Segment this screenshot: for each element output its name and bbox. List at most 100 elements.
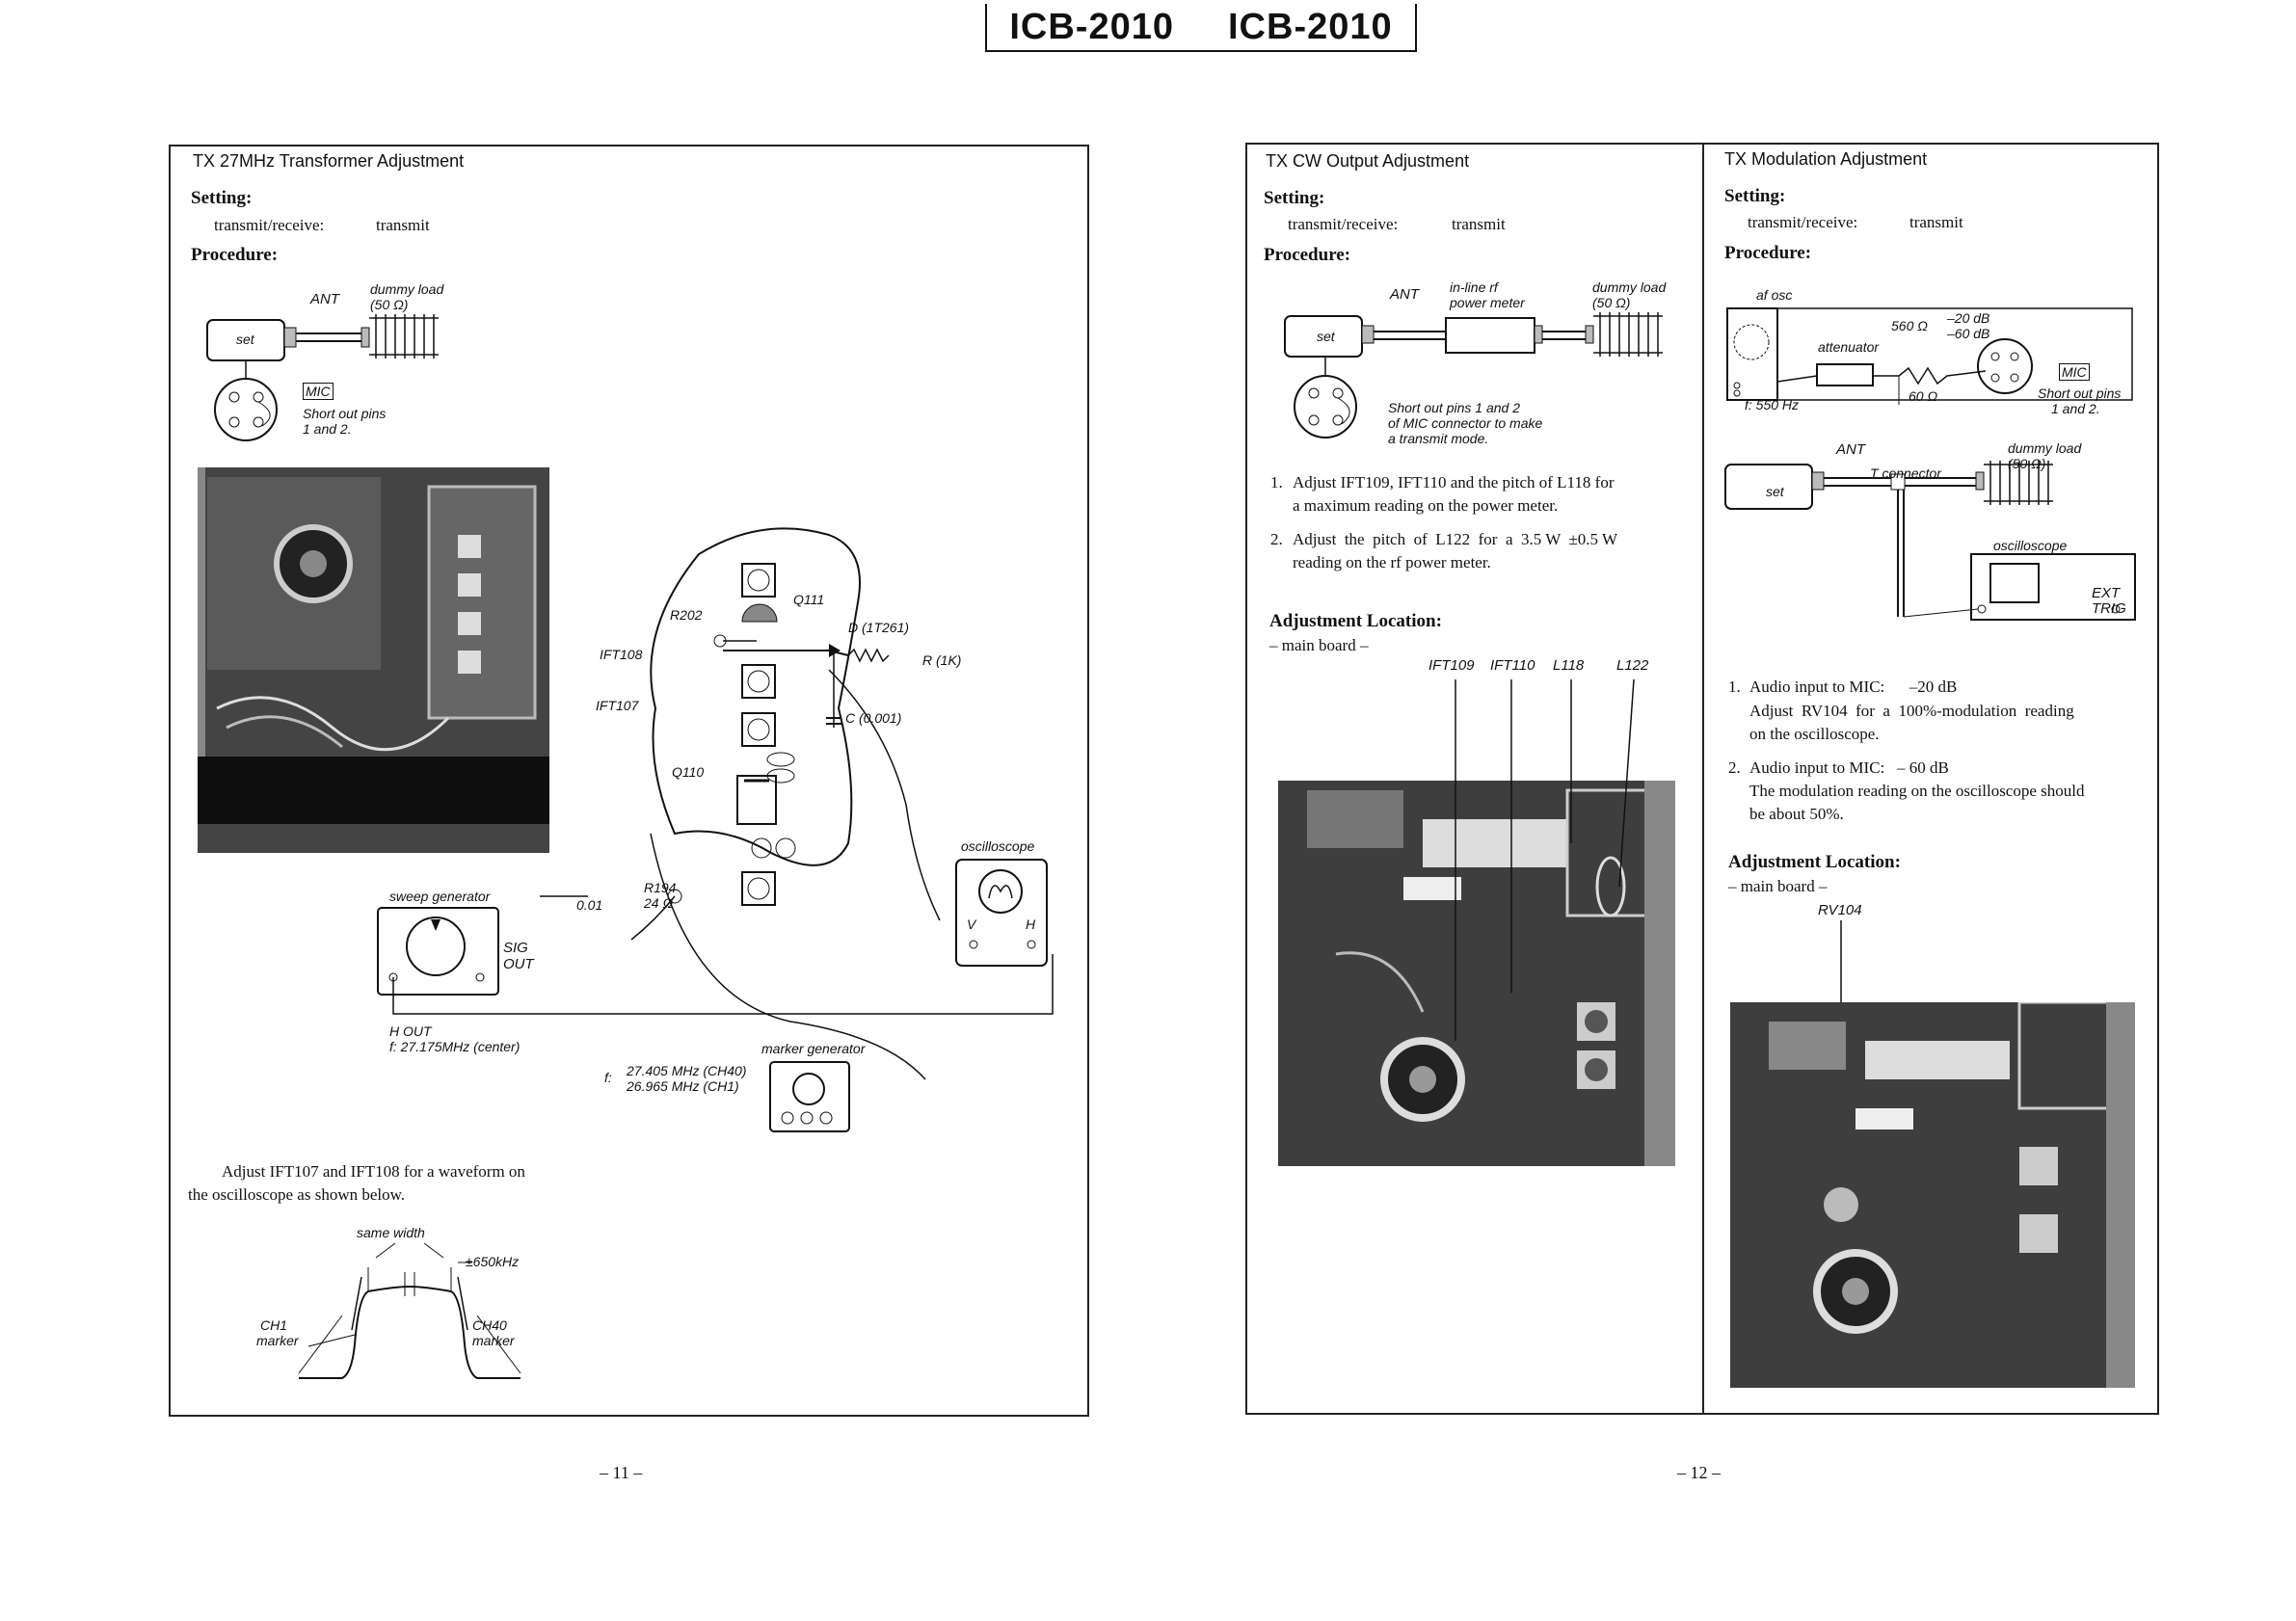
mod-short2: 1 and 2.	[2051, 401, 2100, 416]
procedure-heading: Procedure:	[191, 245, 279, 265]
ext-label: EXT	[2092, 585, 2121, 601]
ohm60-label: 60 Ω	[1909, 388, 1938, 404]
mod-step2-l2: The modulation reading on the oscillosco…	[1749, 782, 2085, 800]
setting-key: transmit/receive:	[214, 216, 325, 234]
panel-tx27-adjust	[169, 145, 1089, 1417]
part-ift110: IFT110	[1490, 657, 1535, 674]
mod-ant-label: ANT	[1836, 441, 1865, 458]
h-label: H	[1026, 917, 1036, 932]
cw-step2-num: 2.	[1270, 530, 1283, 548]
resistor-label: R (1K)	[922, 652, 962, 668]
q110-label: Q110	[672, 764, 705, 780]
setting-key-mod: transmit/receive:	[1748, 213, 1858, 231]
ift107-label: IFT107	[596, 698, 639, 713]
cw-step2-l2: reading on the rf power meter.	[1293, 553, 1491, 571]
model-left: ICB-2010	[1009, 6, 1174, 47]
v-label: V	[967, 917, 976, 932]
setting-heading-mod: Setting:	[1724, 186, 1786, 206]
mod-setup-diagram	[1724, 307, 2136, 621]
short-pins2-label: 1 and 2.	[303, 421, 352, 437]
cw-note2: of MIC connector to make	[1388, 415, 1543, 431]
sweep-wiring	[392, 954, 1054, 1015]
hout-freq-label: f: 27.175MHz (center)	[389, 1039, 521, 1054]
oscilloscope-diagram	[955, 859, 1048, 967]
mod-short1: Short out pins	[2038, 385, 2122, 401]
diode-label: D (1T261)	[848, 620, 910, 635]
mic-label: MIC	[303, 383, 334, 400]
r194-label: R194	[644, 880, 677, 895]
cw-adj-heading: Adjustment Location:	[1269, 611, 1442, 631]
cw-note1: Short out pins 1 and 2	[1388, 400, 1520, 415]
setting-heading: Setting:	[191, 188, 253, 208]
mod-set-label: set	[1766, 484, 1784, 499]
sweep-generator-diagram	[377, 907, 499, 996]
mod-step1-l3: on the oscilloscope.	[1749, 725, 1880, 743]
cw-step2-l1: Adjust the pitch of L122 for a 3.5 W ±0.…	[1293, 530, 1618, 548]
cw-setup-diagram	[1284, 312, 1663, 438]
set-label: set	[236, 332, 254, 347]
cw-set-label: set	[1317, 329, 1335, 344]
f-hz-label: f: 550 Hz	[1745, 397, 1800, 412]
capacitor-label: C (0.001)	[845, 710, 902, 726]
part-l118: L118	[1553, 657, 1585, 674]
cw-ant-label: ANT	[1390, 286, 1419, 303]
instruction-line1: Adjust IFT107 and IFT108 for a waveform …	[222, 1162, 525, 1181]
cw-step1-num: 1.	[1270, 473, 1283, 492]
instruction-line2: the oscilloscope as shown below.	[188, 1185, 406, 1204]
ohm560-label: 560 Ω	[1891, 318, 1928, 333]
marker-generator-diagram	[769, 1061, 850, 1132]
r194-value: 24 Ω	[644, 895, 674, 911]
ch1-label: CH1	[260, 1317, 288, 1333]
ift108-label: IFT108	[600, 647, 643, 662]
part-l122: L122	[1616, 657, 1649, 674]
cw-board-photo	[1278, 781, 1675, 1166]
part-rv104: RV104	[1818, 902, 1862, 918]
setting-value-mod: transmit	[1909, 213, 1963, 231]
model-right: ICB-2010	[1228, 6, 1393, 47]
board-schematic	[540, 527, 941, 1080]
out-label: OUT	[503, 956, 534, 972]
marker-gen-label: marker generator	[761, 1041, 866, 1056]
ch1-marker-label: marker	[256, 1333, 299, 1348]
page-number-12: – 12 –	[1677, 1463, 1721, 1482]
page-number-11: – 11 –	[600, 1463, 643, 1482]
setting-heading-cw: Setting:	[1264, 188, 1325, 208]
mod-oscilloscope-label: oscilloscope	[1993, 538, 2068, 553]
setup-diagram	[206, 314, 439, 441]
ch40-marker-label: marker	[472, 1333, 515, 1348]
trig-label: TRIG	[2092, 600, 2126, 617]
oscilloscope-label: oscilloscope	[961, 838, 1035, 854]
mod-step1-l1: Audio input to MIC: –20 dB	[1749, 678, 1958, 696]
panel-divider	[1702, 143, 1704, 1415]
ch40-freq: 27.405 MHz (CH40)	[627, 1063, 747, 1078]
mod-mic-label: MIC	[2059, 363, 2090, 381]
panel-title-cw: TX CW Output Adjustment	[1266, 151, 1470, 171]
cw-step1-l2: a maximum reading on the power meter.	[1293, 496, 1559, 515]
chassis-photo	[198, 467, 549, 853]
mod-board-photo	[1730, 1002, 2135, 1388]
setting-value-cw: transmit	[1452, 215, 1506, 233]
setting-value: transmit	[376, 216, 430, 234]
cw-dummy-ohm: (50 Ω)	[1592, 295, 1631, 310]
procedure-heading-mod: Procedure:	[1724, 243, 1812, 263]
panel-title: TX 27MHz Transformer Adjustment	[193, 151, 465, 171]
f-label: f:	[604, 1070, 612, 1085]
setting-key-cw: transmit/receive:	[1288, 215, 1399, 233]
procedure-heading-cw: Procedure:	[1264, 245, 1351, 265]
model-header: ICB-2010 ICB-2010	[985, 4, 1417, 52]
sweep-label: sweep generator	[389, 889, 491, 904]
cw-inline-label1: in-line rf	[1450, 279, 1498, 295]
hout-label: H OUT	[389, 1023, 432, 1039]
mod-step1-l2: Adjust RV104 for a 100%-modulation readi…	[1749, 702, 2074, 720]
short-pins-label: Short out pins	[303, 406, 387, 421]
cw-step1-l1: Adjust IFT109, IFT110 and the pitch of L…	[1293, 473, 1615, 492]
cw-note3: a transmit mode.	[1388, 431, 1489, 446]
mod-step2-l1: Audio input to MIC: – 60 dB	[1749, 758, 1949, 777]
same-width-label: same width	[357, 1225, 425, 1240]
cw-inline-label2: power meter	[1450, 295, 1525, 310]
ch40-label: CH40	[472, 1317, 507, 1333]
dummy-ohm-label: (50 Ω)	[370, 297, 409, 312]
db20-label: –20 dB	[1947, 310, 1990, 326]
q111-label: Q111	[793, 592, 825, 607]
mod-step2-num: 2.	[1728, 758, 1741, 777]
